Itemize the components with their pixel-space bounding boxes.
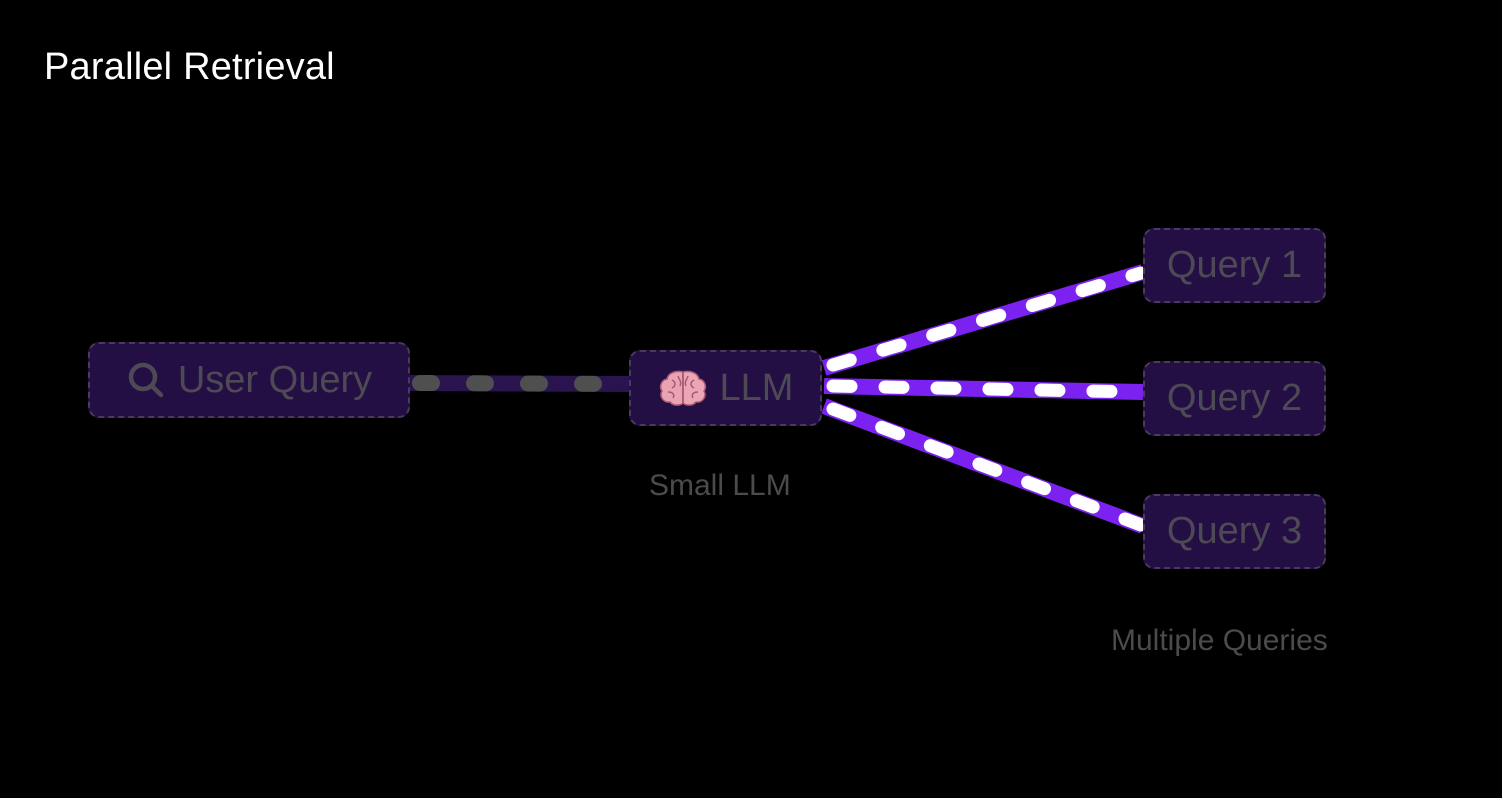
node-query-2[interactable]: Query 2 bbox=[1143, 361, 1326, 436]
node-query-1[interactable]: Query 1 bbox=[1143, 228, 1326, 303]
node-query-3[interactable]: Query 3 bbox=[1143, 494, 1326, 569]
node-user-query[interactable]: User Query bbox=[88, 342, 410, 418]
node-user-query-label: User Query bbox=[177, 358, 373, 401]
node-query-2-label: Query 2 bbox=[1166, 377, 1303, 419]
diagram-title: Parallel Retrieval bbox=[44, 46, 335, 88]
caption-small-llm: Small LLM bbox=[649, 469, 791, 502]
node-llm[interactable]: LLM bbox=[629, 350, 822, 426]
node-llm-label: LLM bbox=[719, 366, 794, 409]
edge-llm-to-query-3 bbox=[821, 398, 1148, 534]
brain-icon bbox=[658, 368, 708, 408]
caption-multiple-queries: Multiple Queries bbox=[1111, 624, 1328, 657]
edge-user-to-llm bbox=[409, 375, 637, 392]
edge-llm-to-query-1 bbox=[821, 264, 1148, 376]
search-icon bbox=[126, 360, 166, 400]
node-query-3-label: Query 3 bbox=[1166, 510, 1303, 552]
edge-llm-to-query-2 bbox=[823, 378, 1148, 400]
node-query-1-label: Query 1 bbox=[1166, 244, 1303, 286]
